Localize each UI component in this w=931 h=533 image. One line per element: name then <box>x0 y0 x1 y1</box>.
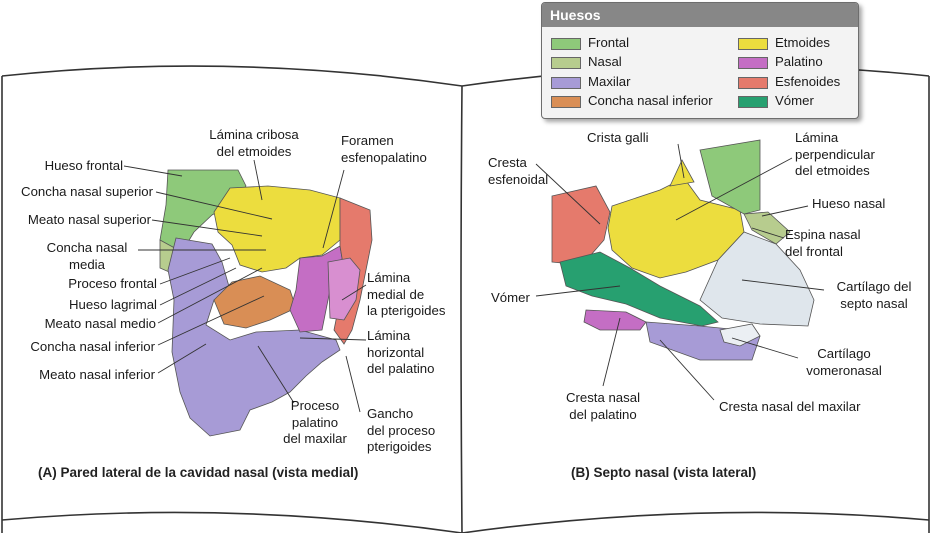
label-concha-superior: Concha nasal superior <box>21 184 153 199</box>
label-proceso-frontal: Proceso frontal <box>68 276 157 291</box>
caption-panel-b: (B) Septo nasal (vista lateral) <box>571 465 757 480</box>
legend-swatch <box>738 96 768 108</box>
panel-b-bones <box>551 139 815 361</box>
panel-a-bones <box>159 169 373 437</box>
legend-swatch <box>738 77 768 89</box>
caption-panel-a: (A) Pared lateral de la cavidad nasal (v… <box>38 465 359 480</box>
legend-swatch <box>551 38 581 50</box>
bones-legend: Huesos Frontal Nasal Maxilar Concha nasa… <box>541 2 859 119</box>
legend-swatch <box>551 77 581 89</box>
leader-lines <box>123 143 825 413</box>
legend-swatch <box>551 96 581 108</box>
label-hueso-lagrimal: Hueso lagrimal <box>69 297 157 312</box>
b-vomer-bone <box>559 251 719 327</box>
label-lamina-cribosa: Lámina cribosa del etmoides <box>209 127 299 159</box>
label-foramen: Foramen esfenopalatino <box>341 133 427 165</box>
label-concha-inferior: Concha nasal inferior <box>30 339 155 354</box>
label-cartilago-vomeronasal: Cartílago vomeronasal <box>806 346 882 378</box>
label-lamina-horizontal: Lámina horizontal del palatino <box>367 328 435 376</box>
b-crista-galli <box>669 159 695 187</box>
label-concha-media: Concha nasal media <box>46 240 128 272</box>
b-sphenoid-bone <box>551 185 611 265</box>
legend-swatch <box>551 57 581 69</box>
label-meato-medio: Meato nasal medio <box>44 316 156 331</box>
label-cresta-esfenoidal: Cresta esfenoidal <box>488 155 549 187</box>
label-lamina-perpendicular: Lámina perpendicular del etmoides <box>795 130 875 178</box>
label-cresta-palatino: Cresta nasal del palatino <box>565 390 641 422</box>
label-espina-nasal: Espina nasal del frontal <box>785 227 861 259</box>
b-vomeronasal-cartilage <box>719 323 761 347</box>
label-hueso-frontal: Hueso frontal <box>44 158 123 173</box>
label-proceso-palatino: Proceso palatino del maxilar <box>283 398 347 446</box>
label-meato-inferior: Meato nasal inferior <box>39 367 155 382</box>
label-hueso-nasal: Hueso nasal <box>812 196 886 211</box>
a-pterygoid-plate <box>327 257 361 321</box>
label-cartilago-septo: Cartílago del septo nasal <box>836 279 912 311</box>
legend-title: Huesos <box>542 3 858 27</box>
label-meato-superior: Meato nasal superior <box>27 212 151 227</box>
label-lamina-medial: Lámina medial de la pterigoides <box>367 270 446 318</box>
label-cresta-maxilar: Cresta nasal del maxilar <box>719 399 861 414</box>
legend-swatch <box>738 38 768 50</box>
label-gancho: Gancho del proceso pterigoides <box>367 406 436 454</box>
label-vomer: Vómer <box>491 290 530 305</box>
label-crista-galli: Crista galli <box>587 130 649 145</box>
b-septal-cartilage <box>699 231 815 327</box>
b-frontal-bone <box>699 139 761 215</box>
b-palatine-crest <box>583 309 647 331</box>
a-ethmoid-bone <box>213 185 341 273</box>
legend-swatch <box>738 57 768 69</box>
